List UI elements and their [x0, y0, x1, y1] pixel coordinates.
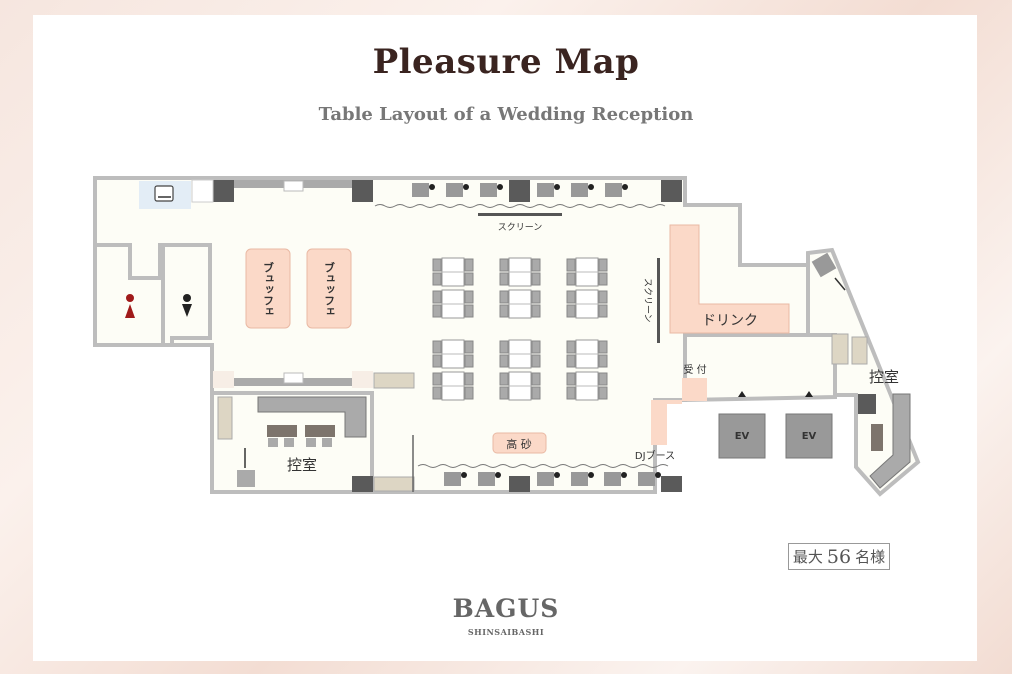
screen-top-label: スクリーン	[498, 222, 543, 233]
screen-side-label: スクリーン	[642, 278, 653, 323]
walls	[93, 176, 921, 497]
buffet-table-2	[306, 248, 352, 329]
smoking-icon	[154, 185, 174, 202]
window-seat	[604, 472, 621, 486]
capacity-prefix: 最大	[792, 548, 823, 566]
buffet-table-1	[245, 248, 291, 329]
window-seat	[638, 472, 655, 486]
brand-location: SHINSAIBASHI	[467, 627, 545, 637]
buffet-label-1: ブュッフェ	[262, 261, 275, 317]
drink-label: ドリンク	[702, 313, 758, 329]
reception-label: 受 付	[683, 363, 706, 376]
dj-booth-label: DJブース	[635, 449, 675, 462]
window-seat	[605, 183, 622, 197]
head-table-label: 高 砂	[506, 437, 532, 451]
elevator-2-label: EV	[802, 431, 817, 442]
waiting-room-right-label: 控室	[869, 368, 899, 386]
elevator-1	[718, 413, 766, 459]
capacity-badge: 最大 56 名様	[788, 543, 890, 570]
window-seat	[571, 472, 588, 486]
male-restroom-icon	[183, 294, 191, 302]
guest-table	[566, 371, 608, 401]
guest-table	[566, 289, 608, 319]
window-seat	[478, 472, 495, 486]
waiting-room-left-label: 控室	[287, 456, 317, 474]
window-seat	[412, 183, 429, 197]
buffet-label-2: ブュッフェ	[323, 261, 336, 317]
capacity-number: 56	[826, 545, 852, 568]
female-restroom-icon	[126, 294, 134, 302]
guest-table	[432, 289, 474, 319]
drink-counter	[669, 224, 790, 334]
guest-table	[499, 257, 541, 287]
window-seat	[446, 183, 463, 197]
elevator-2	[785, 413, 833, 459]
guest-table	[432, 339, 474, 369]
window-seat	[537, 183, 554, 197]
page-subtitle: Table Layout of a Wedding Reception	[318, 104, 694, 125]
window-seat	[571, 183, 588, 197]
guest-table	[499, 289, 541, 319]
head-table	[492, 432, 547, 454]
elevator-1-label: EV	[735, 431, 750, 442]
guest-table	[499, 371, 541, 401]
brand-logo: BAGUS	[452, 594, 560, 623]
capacity-suffix: 名様	[855, 548, 886, 566]
guest-table	[432, 257, 474, 287]
dj-booth	[651, 400, 682, 445]
window-seat	[444, 472, 461, 486]
guest-table	[499, 339, 541, 369]
guest-table	[432, 371, 474, 401]
guest-table	[566, 339, 608, 369]
guest-table	[566, 257, 608, 287]
window-seat	[537, 472, 554, 486]
reception-desk	[682, 378, 707, 401]
page-title: Pleasure Map	[372, 42, 640, 82]
window-seat	[480, 183, 497, 197]
